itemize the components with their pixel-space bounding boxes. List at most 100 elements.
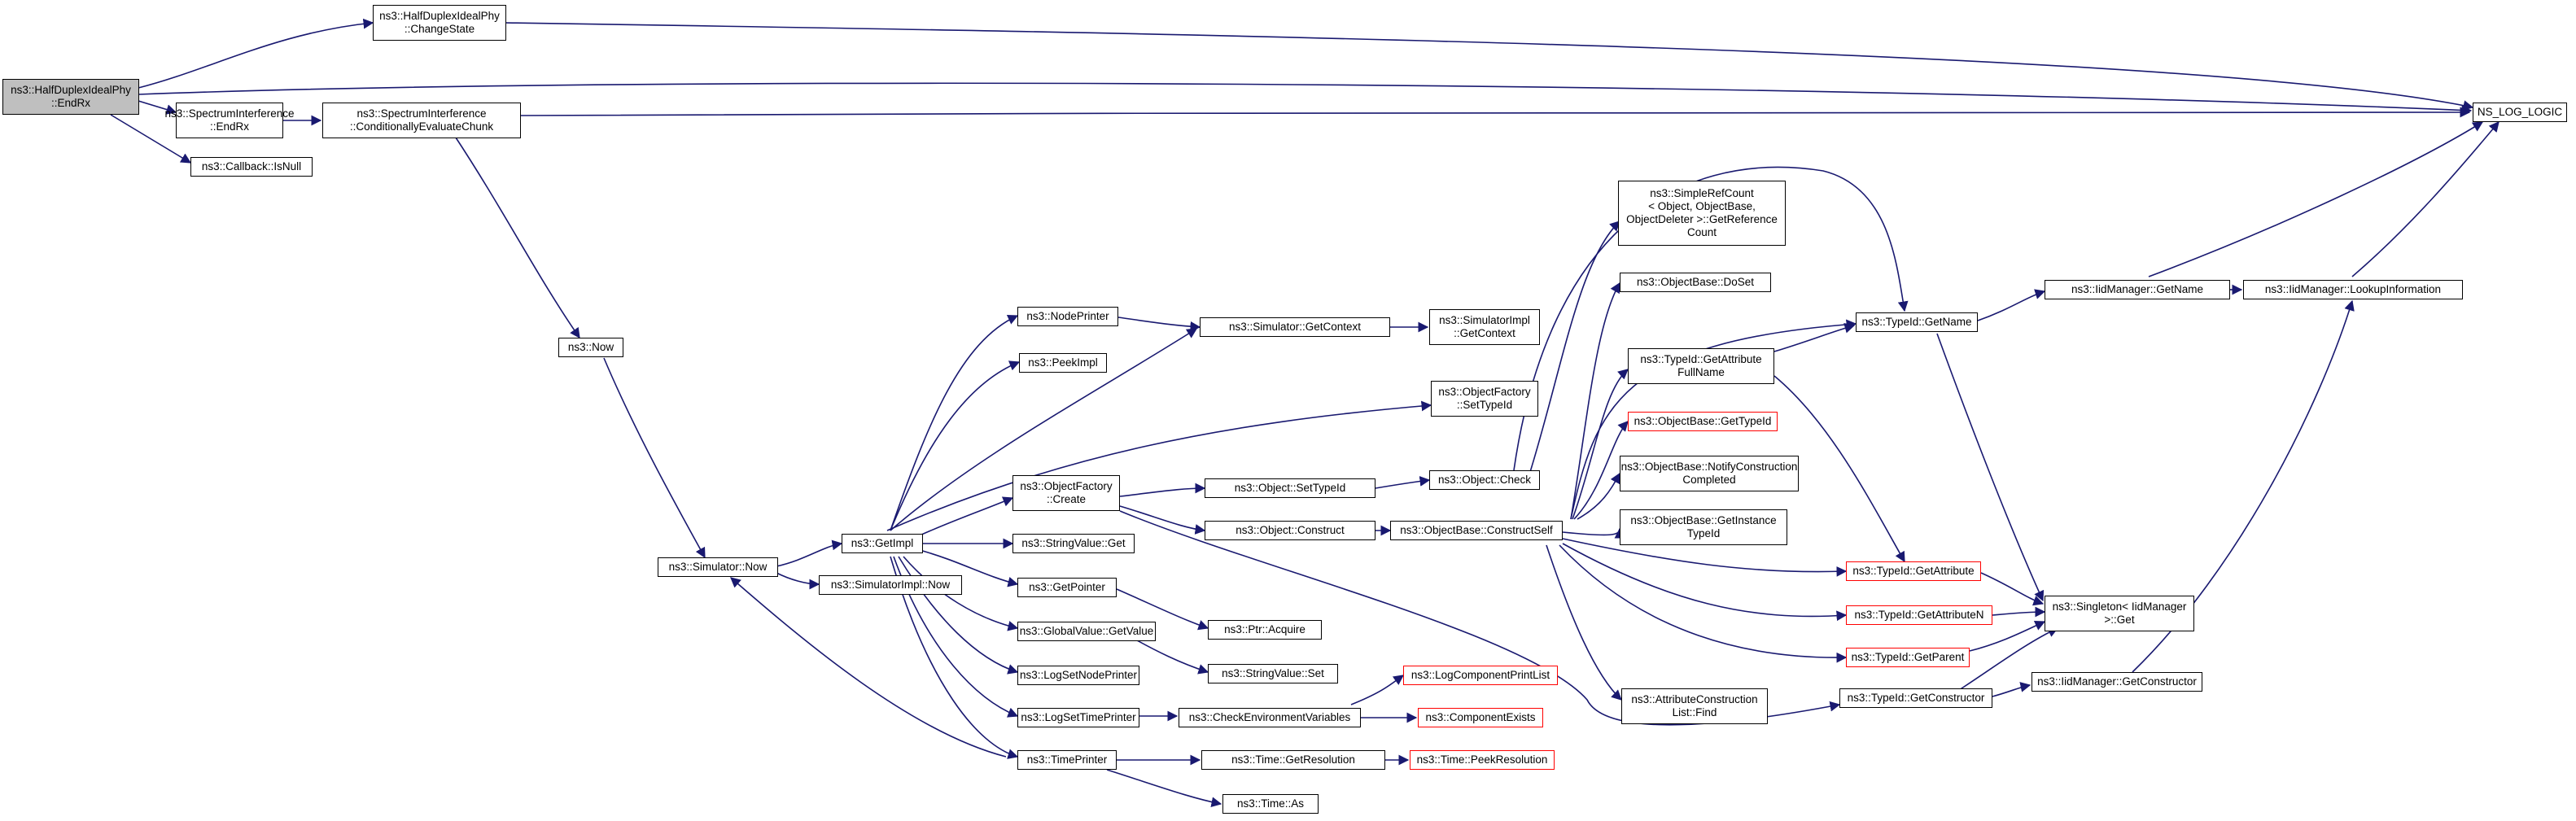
edge (890, 360, 1021, 531)
node-logcomponentprintlist[interactable]: ns3::LogComponentPrintList (1403, 666, 1558, 685)
edge (1117, 317, 1201, 332)
node-typeid-getattributefullname[interactable]: ns3::TypeId::GetAttribute FullName (1628, 348, 1774, 384)
edge (1119, 483, 1206, 497)
node-simulatorimpl-getcontext[interactable]: ns3::SimulatorImpl ::GetContext (1429, 309, 1540, 345)
edge (1577, 472, 1620, 520)
edge (138, 100, 177, 115)
node-simulatorimpl-now[interactable]: ns3::SimulatorImpl::Now (819, 575, 962, 595)
node-time-as[interactable]: ns3::Time::As (1222, 794, 1319, 814)
edge (890, 314, 1019, 531)
node-typeid-getname[interactable]: ns3::TypeId::GetName (1856, 312, 1978, 332)
edge (1573, 421, 1629, 520)
edge (1350, 675, 1405, 705)
edge (890, 328, 1198, 531)
node-simulator-now[interactable]: ns3::Simulator::Now (658, 557, 778, 577)
node-componentexists[interactable]: ns3::ComponentExists (1418, 708, 1543, 727)
node-logsettimeprinter[interactable]: ns3::LogSetTimePrinter (1017, 708, 1139, 727)
edge (890, 556, 1019, 759)
node-stringvalue-set[interactable]: ns3::StringValue::Set (1208, 664, 1338, 683)
edge (1562, 543, 1848, 622)
node-nodeprinter[interactable]: ns3::NodePrinter (1017, 307, 1118, 326)
edge (1980, 572, 2045, 606)
node-object-construct[interactable]: ns3::Object::Construct (1205, 521, 1375, 540)
node-halfduplexidealphy-changestate[interactable]: ns3::HalfDuplexIdealPhy ::ChangeState (373, 5, 506, 41)
node-typeid-getparent[interactable]: ns3::TypeId::GetParent (1846, 648, 1970, 667)
edge (453, 134, 580, 339)
node-spectruminterference-conditionallyevaluatechunk[interactable]: ns3::SpectrumInterference ::Conditionall… (322, 103, 521, 138)
edge (919, 496, 1014, 536)
edge (138, 82, 2473, 116)
node-object-settypeid[interactable]: ns3::Object::SetTypeId (1205, 478, 1375, 498)
edge (1570, 319, 1857, 520)
node-callback-isnull[interactable]: ns3::Callback::IsNull (190, 157, 313, 177)
node-stringvalue-get[interactable]: ns3::StringValue::Get (1012, 534, 1135, 553)
edge (1992, 606, 2046, 618)
node-ptr-acquire[interactable]: ns3::Ptr::Acquire (1208, 620, 1322, 640)
edge (1992, 682, 2031, 697)
node-singleton-iidmanager-get[interactable]: ns3::Singleton< IidManager >::Get (2045, 596, 2194, 631)
node-logsetnodeprinter[interactable]: ns3::LogSetNodePrinter (1017, 666, 1139, 685)
node-peekimpl[interactable]: ns3::PeekImpl (1019, 353, 1107, 373)
node-objectbase-constructself[interactable]: ns3::ObjectBase::ConstructSelf (1390, 521, 1563, 540)
edge (2351, 121, 2499, 277)
node-simulator-getcontext[interactable]: ns3::Simulator::GetContext (1200, 317, 1390, 337)
edge (730, 577, 1007, 758)
edge (1116, 588, 1209, 631)
node-objectbase-notifyconstructioncompleted[interactable]: ns3::ObjectBase::NotifyConstruction Comp… (1620, 456, 1799, 491)
edge (1570, 282, 1620, 520)
edge (776, 572, 820, 590)
edge (1969, 620, 2046, 652)
node-iidmanager-lookupinformation[interactable]: ns3::IidManager::LookupInformation (2243, 280, 2463, 299)
edge (138, 18, 374, 89)
edge (1773, 323, 1856, 352)
edge (919, 549, 1019, 587)
node-time-peekresolution[interactable]: ns3::Time::PeekResolution (1410, 750, 1555, 770)
node-objectbase-getinstancetypeid[interactable]: ns3::ObjectBase::GetInstance TypeId (1620, 509, 1787, 545)
node-simplerefcount-getreferencecount[interactable]: ns3::SimpleRefCount < Object, ObjectBase… (1618, 181, 1786, 246)
edge (1513, 166, 1909, 471)
edge (1529, 221, 1620, 473)
node-objectfactory-settypeid[interactable]: ns3::ObjectFactory ::SetTypeId (1431, 381, 1538, 417)
node-object-check[interactable]: ns3::Object::Check (1429, 470, 1540, 490)
edge (1119, 505, 1206, 535)
node-objectbase-gettypeid[interactable]: ns3::ObjectBase::GetTypeId (1628, 412, 1778, 431)
edge (2148, 121, 2484, 277)
edge (776, 539, 843, 567)
edge (1773, 375, 1905, 563)
edge (1106, 769, 1222, 808)
node-getimpl[interactable]: ns3::GetImpl (842, 534, 923, 553)
edge (1375, 476, 1431, 489)
edge (1977, 289, 2046, 321)
node-time-getresolution[interactable]: ns3::Time::GetResolution (1201, 750, 1385, 770)
node-getpointer[interactable]: ns3::GetPointer (1017, 578, 1117, 597)
edge (1129, 635, 1209, 675)
node-iidmanager-getname[interactable]: ns3::IidManager::GetName (2045, 280, 2230, 299)
edge (520, 107, 2471, 118)
node-ns-log-logic[interactable]: NS_LOG_LOGIC (2473, 103, 2567, 122)
edge (1562, 538, 1848, 577)
node-globalvalue-getvalue[interactable]: ns3::GlobalValue::GetValue (1017, 622, 1156, 641)
call-edges (110, 18, 2499, 808)
node-timeprinter[interactable]: ns3::TimePrinter (1017, 750, 1117, 770)
edge (1562, 527, 1625, 539)
node-iidmanager-getconstructor[interactable]: ns3::IidManager::GetConstructor (2031, 672, 2202, 692)
node-objectfactory-create[interactable]: ns3::ObjectFactory ::Create (1012, 475, 1120, 511)
node-typeid-getattributen[interactable]: ns3::TypeId::GetAttributeN (1846, 605, 1992, 625)
node-attributeconstructionlist-find[interactable]: ns3::AttributeConstruction List::Find (1621, 688, 1768, 724)
edge (1936, 333, 2045, 602)
node-checkenvironmentvariables[interactable]: ns3::CheckEnvironmentVariables (1179, 708, 1361, 727)
edge (1956, 627, 2059, 692)
node-spectruminterference-endrx[interactable]: ns3::SpectrumInterference ::EndRx (164, 103, 295, 138)
node-objectbase-doset[interactable]: ns3::ObjectBase::DoSet (1620, 273, 1771, 292)
node-typeid-getconstructor[interactable]: ns3::TypeId::GetConstructor (1839, 688, 1992, 708)
edge (505, 22, 2474, 111)
node-now[interactable]: ns3::Now (558, 338, 623, 357)
edge (903, 556, 1019, 631)
edge (898, 556, 1019, 675)
edge (1572, 369, 1629, 520)
edge (603, 357, 706, 559)
edge (886, 400, 1432, 531)
edge (1559, 544, 1848, 663)
node-typeid-getattribute[interactable]: ns3::TypeId::GetAttribute (1846, 561, 1981, 581)
